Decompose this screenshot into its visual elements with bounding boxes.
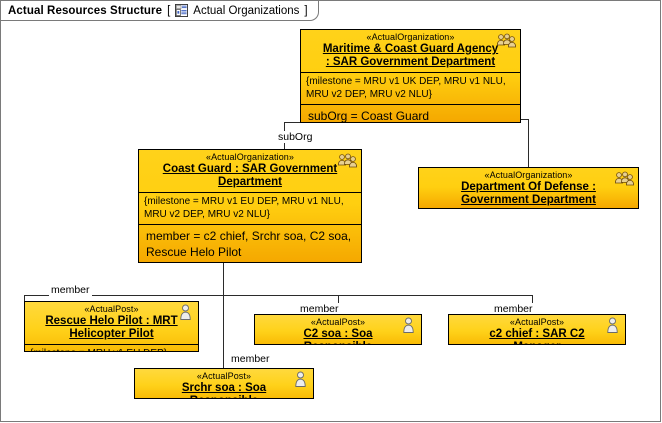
- node-header: «ActualOrganization» Maritime & Coast Gu…: [301, 30, 520, 72]
- diagram-title-tab[interactable]: Actual Resources Structure [ Actual Orga…: [1, 1, 319, 21]
- node-stereotype: «ActualPost»: [196, 371, 252, 381]
- connector-label-suborg: subOrg: [276, 131, 315, 143]
- node-srchr-soa[interactable]: «ActualPost» Srchr soa : Soa Responsible: [134, 368, 314, 399]
- person-icon: [606, 317, 619, 334]
- node-compartment-milestone: {milestone = MRU v1 UK DEP, MRU v1 NLU, …: [301, 72, 520, 104]
- connector-member-bus-right: [223, 295, 533, 296]
- node-c2-chief[interactable]: «ActualPost» c2 chief : SAR C2 Manager: [448, 314, 626, 345]
- node-compartment-suborg: subOrg = Coast Guard: [301, 104, 520, 122]
- node-name: Coast Guard : SAR Government Department: [162, 163, 338, 188]
- node-compartment-milestone: {milestone = MRU v1 EU DEP, MRU v1 NLU, …: [139, 192, 361, 224]
- node-header: «ActualOrganization» Department Of Defen…: [419, 168, 638, 208]
- node-name: c2 chief : SAR C2 Manager: [489, 328, 585, 344]
- person-icon: [179, 304, 192, 321]
- node-header: «ActualOrganization» Coast Guard : SAR G…: [139, 150, 361, 192]
- organization-group-icon: [496, 33, 517, 50]
- connector-label-member-rescuehelo: member: [49, 284, 92, 296]
- node-stereotype: «ActualOrganization»: [484, 170, 573, 180]
- node-coast-guard[interactable]: «ActualOrganization» Coast Guard : SAR G…: [138, 149, 362, 263]
- node-c2-soa[interactable]: «ActualPost» C2 soa : Soa Responsible: [254, 314, 422, 345]
- node-compartment-milestone: {milestone = MRU v1 EU DEP}: [25, 344, 198, 351]
- connector-label-member-c2soa: member: [298, 303, 341, 315]
- organization-group-icon: [337, 153, 358, 170]
- node-name: Rescue Helo Pilot : MRT Helicopter Pilot: [45, 315, 178, 340]
- node-name: Department Of Defense : Government Depar…: [461, 181, 596, 206]
- node-name: C2 soa : Soa Responsible: [303, 328, 373, 344]
- connector-label-member-c2chief: member: [492, 303, 535, 315]
- connector-dod-vert: [528, 119, 529, 167]
- connector-label-member-srchrsoa: member: [229, 353, 272, 365]
- connector-dod-horz: [520, 119, 529, 120]
- node-stereotype: «ActualPost»: [310, 317, 366, 327]
- person-icon: [294, 371, 307, 388]
- diagram-document-icon: [175, 4, 189, 17]
- node-name: Maritime & Coast Guard Agency : SAR Gove…: [322, 43, 499, 68]
- node-rescue-helo-pilot[interactable]: «ActualPost» Rescue Helo Pilot : MRT Hel…: [24, 301, 199, 352]
- node-header: «ActualPost» c2 chief : SAR C2 Manager: [449, 315, 625, 344]
- node-name: Srchr soa : Soa Responsible: [181, 382, 267, 398]
- bracket-open: [: [167, 4, 171, 17]
- bracket-close: ]: [304, 4, 308, 17]
- connector-member-rescuehelo-vert: [24, 295, 25, 302]
- node-maritime-coast-guard-agency[interactable]: «ActualOrganization» Maritime & Coast Gu…: [300, 29, 521, 123]
- page-title: Actual Resources Structure: [8, 4, 163, 17]
- node-header: «ActualPost» Rescue Helo Pilot : MRT Hel…: [25, 302, 198, 344]
- node-stereotype: «ActualPost»: [84, 304, 139, 314]
- diagram-name: Actual Organizations: [193, 4, 300, 17]
- node-header: «ActualPost» C2 soa : Soa Responsible: [255, 315, 421, 344]
- node-department-of-defense[interactable]: «ActualOrganization» Department Of Defen…: [418, 167, 639, 209]
- connector-member-srchrsoa-vert: [223, 295, 224, 368]
- person-icon: [402, 317, 415, 334]
- node-header: «ActualPost» Srchr soa : Soa Responsible: [135, 369, 313, 398]
- node-stereotype: «ActualOrganization»: [366, 32, 455, 42]
- node-stereotype: «ActualOrganization»: [205, 152, 295, 162]
- organization-group-icon: [614, 171, 635, 188]
- connector-member-bus-left: [24, 295, 224, 296]
- node-compartment-member: member = c2 chief, Srchr soa, C2 soa, Re…: [139, 224, 361, 262]
- connector-suborg-coastguard-horz: [284, 122, 301, 123]
- connector-member-trunk-vert: [223, 263, 224, 296]
- node-stereotype: «ActualPost»: [509, 317, 565, 327]
